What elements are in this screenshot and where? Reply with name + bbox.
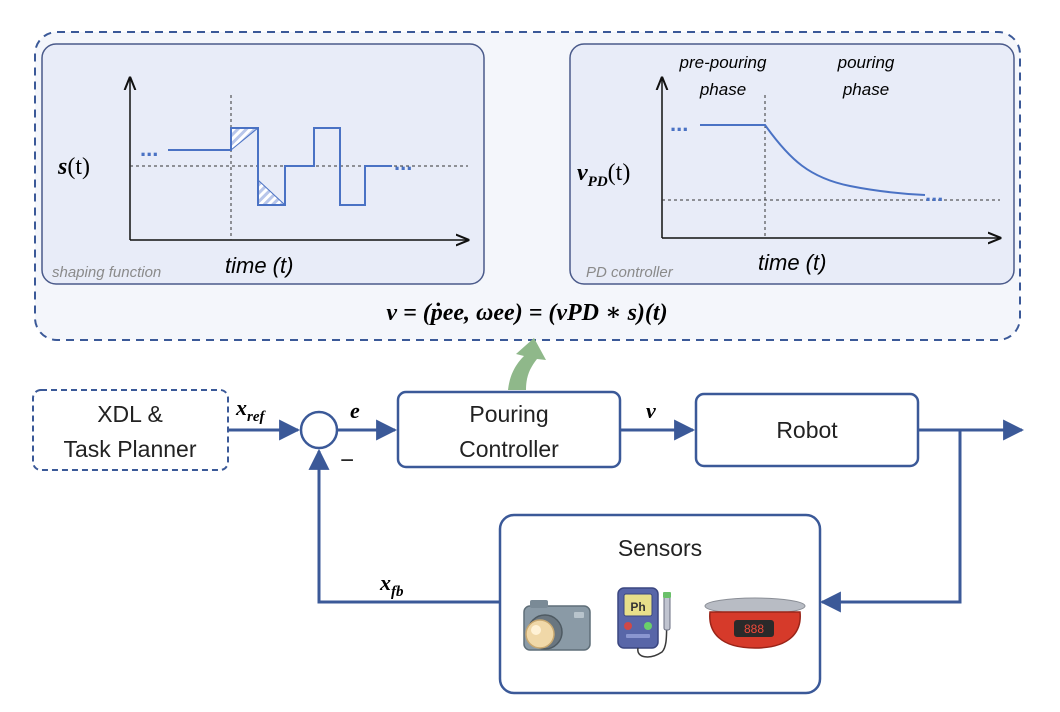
planner-label-line1: XDL &	[97, 401, 163, 427]
leading-dots: ...	[140, 136, 158, 161]
scale-display-text: 888	[744, 622, 764, 636]
x-ref-label: xref	[235, 395, 266, 425]
pd-caption: PD controller	[586, 264, 674, 281]
controller-label-line1: Pouring	[469, 401, 548, 427]
shaping-caption: shaping function	[52, 264, 161, 281]
ramp-down-line	[257, 179, 286, 206]
velocity-label: v	[646, 398, 656, 423]
camera-icon	[523, 600, 591, 651]
pd-trailing-dots: ...	[925, 181, 943, 206]
pd-leading-dots: ...	[670, 111, 688, 136]
summing-junction	[299, 410, 339, 450]
detail-link-arrow	[508, 338, 546, 390]
controller-label-line2: Controller	[459, 436, 559, 462]
pre-pouring-phase-label-1: pre-pouring	[679, 53, 767, 72]
robot-label: Robot	[776, 417, 838, 443]
pre-pouring-phase-label-2: phase	[699, 80, 746, 99]
sensors-label: Sensors	[618, 535, 702, 561]
trailing-dots: ...	[394, 150, 412, 175]
planner-label-line2: Task Planner	[64, 436, 197, 462]
pouring-phase-label-2: phase	[842, 80, 889, 99]
pouring-phase-label-1: pouring	[837, 53, 895, 72]
minus-sign: −	[340, 447, 354, 474]
feedback-signal-arrow	[308, 448, 500, 604]
measurement-arrow	[819, 430, 962, 613]
pd-y-label: vPD(t)	[577, 160, 630, 190]
shaping-x-label: time (t)	[225, 253, 293, 278]
error-label: e	[350, 398, 360, 423]
velocity-equation: v = (ṗee, ωee) = (vPD ∗ s)(t)	[386, 300, 667, 326]
ramp-up-line	[230, 127, 259, 151]
weighing-scale-icon: 888	[704, 597, 806, 649]
x-fb-label: xfb	[379, 570, 404, 600]
pd-x-label: time (t)	[758, 250, 826, 275]
ph-display-text: Ph	[630, 600, 645, 614]
shaping-function-panel: ... ... s(t) time (t) shaping function	[41, 43, 485, 285]
pd-controller-panel: ... ... vPD(t) pre-pouring phase pouring…	[569, 43, 1015, 285]
ph-meter-icon: Ph	[617, 587, 671, 658]
pd-velocity-curve	[700, 124, 926, 196]
shaping-signal-curve	[168, 127, 392, 206]
shaping-y-label: s(t)	[57, 154, 90, 180]
